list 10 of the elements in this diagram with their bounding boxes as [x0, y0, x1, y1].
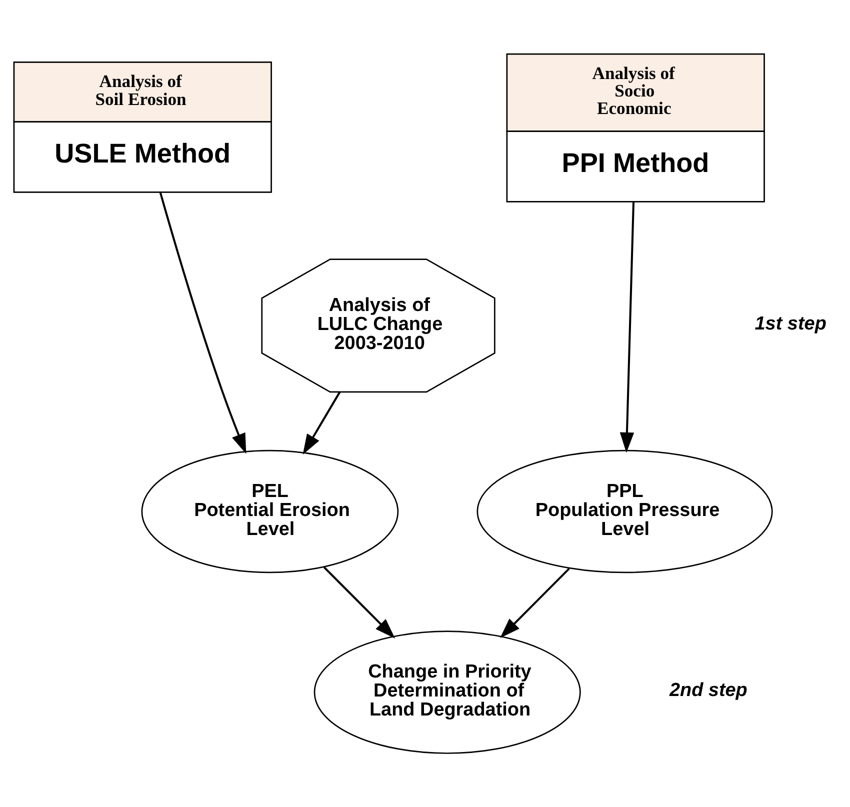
arrow [159, 192, 246, 454]
arrow [302, 392, 341, 455]
arrow [323, 566, 396, 638]
label: 2nd step [669, 680, 748, 701]
node-ellipse: PPL Population Pressure Level [476, 450, 773, 574]
label: 1st step [754, 313, 826, 334]
node-ellipse: Change in Priority Determination of Land Degradation [314, 630, 581, 754]
node-ellipse: PEL Potential Erosion Level [141, 450, 399, 574]
arrow [500, 568, 570, 638]
arrow [620, 201, 635, 453]
